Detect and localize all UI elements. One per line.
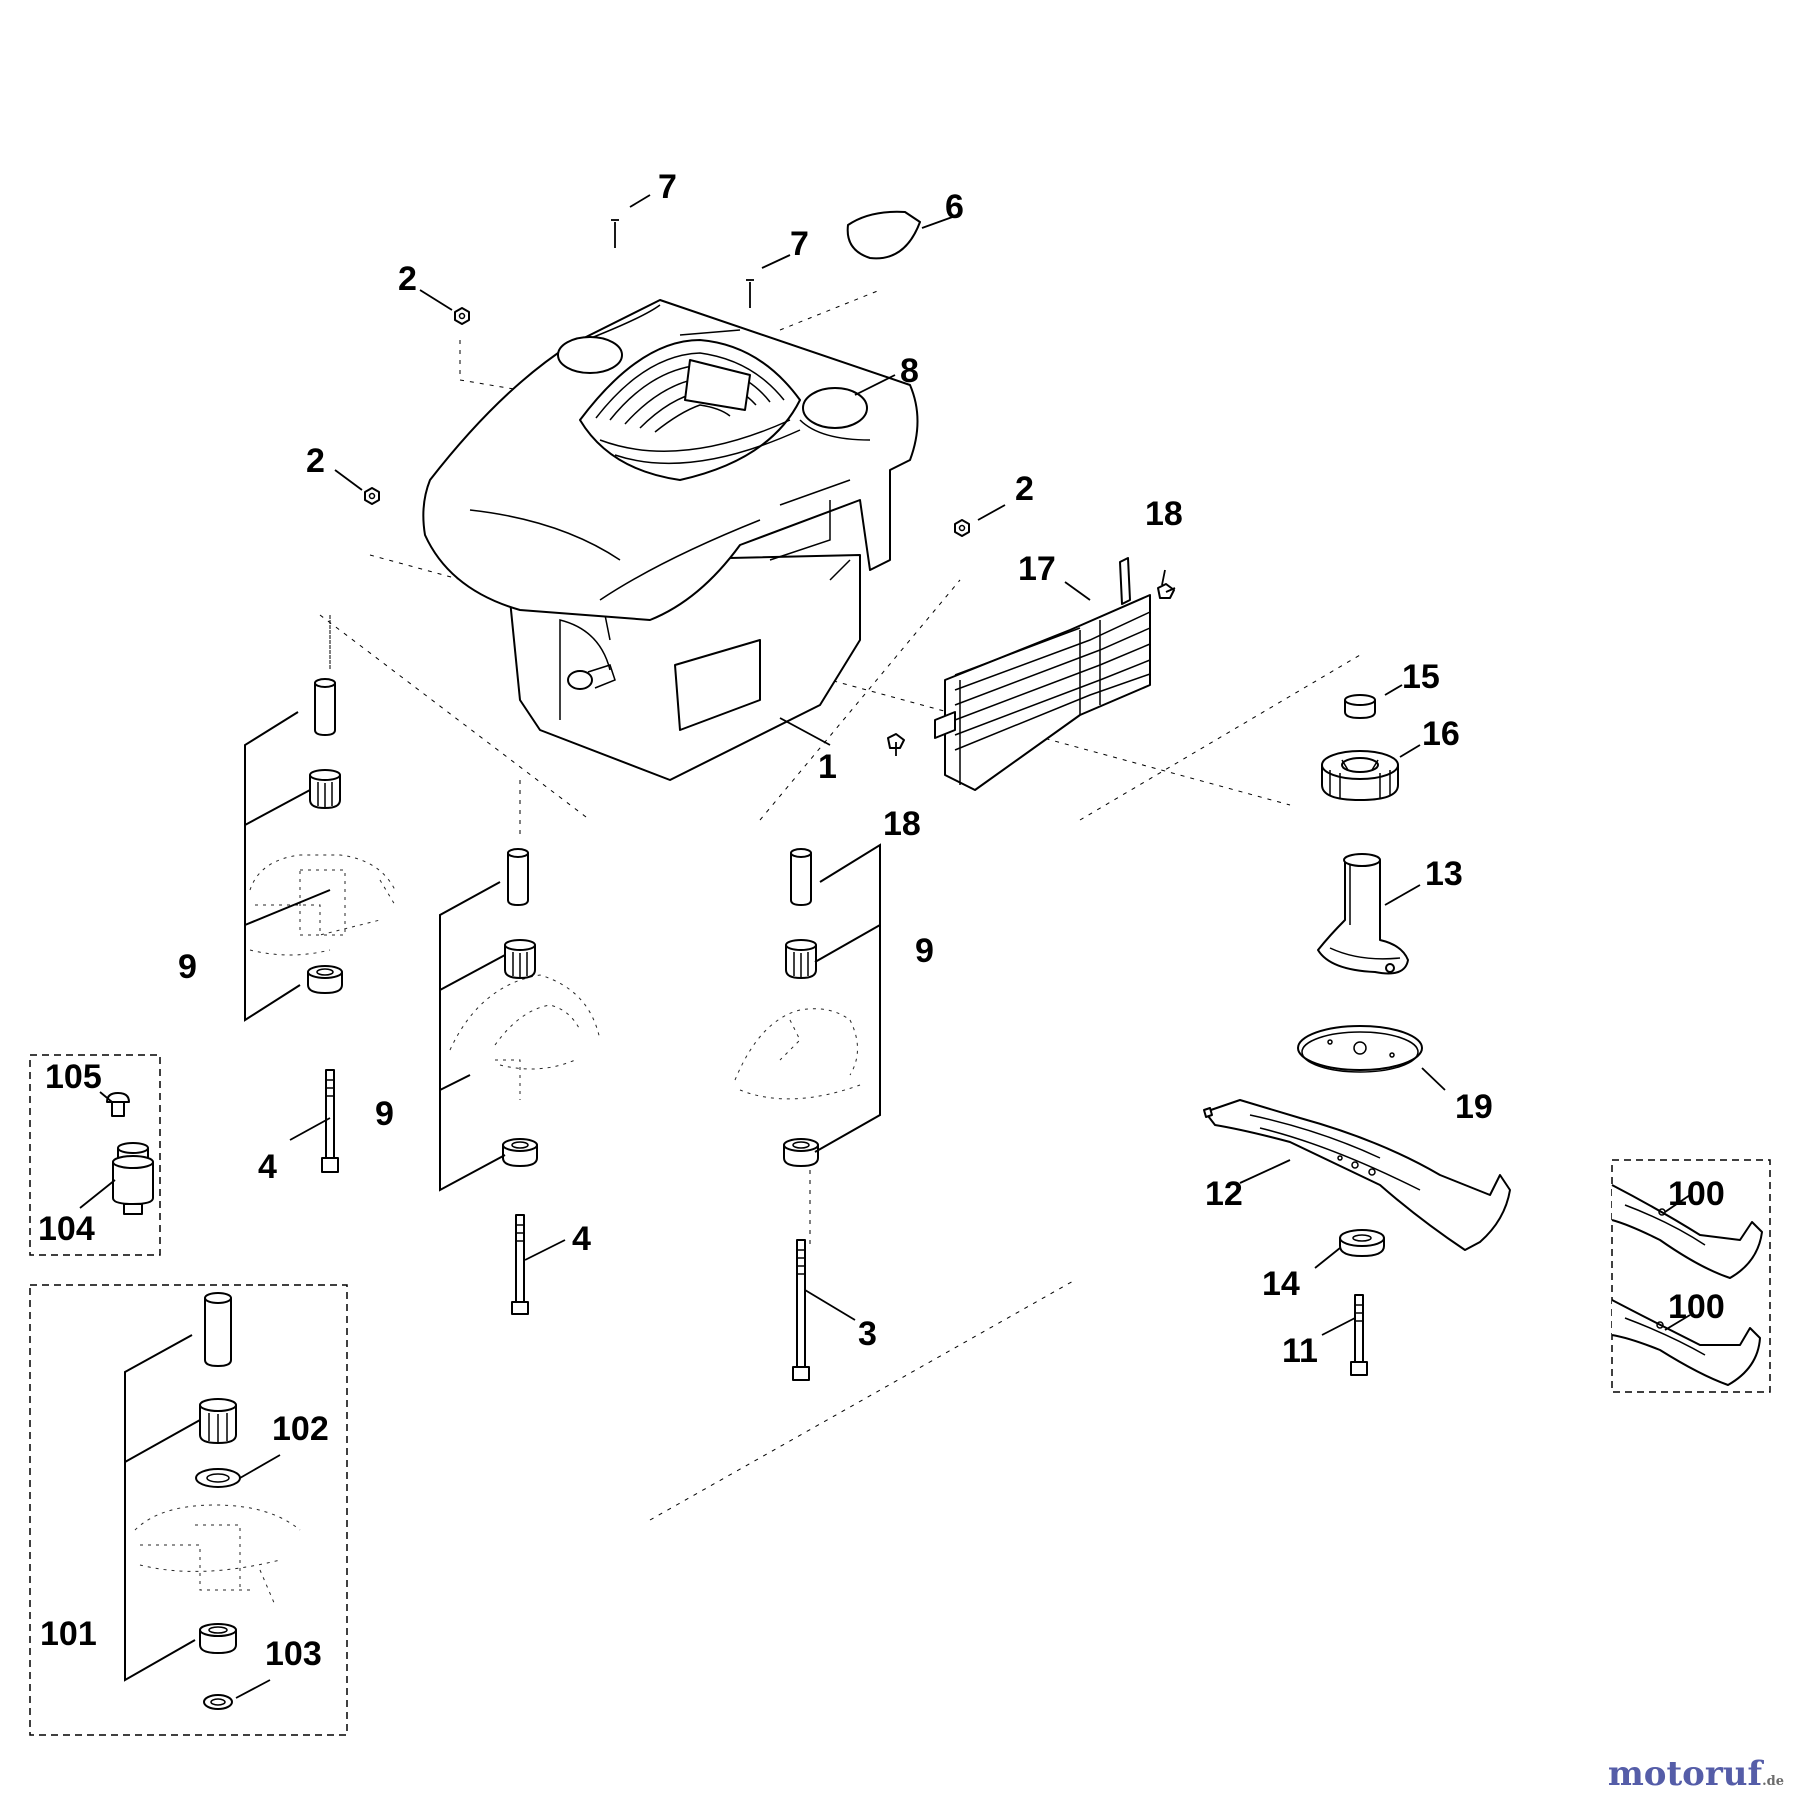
callout-1: 1: [818, 748, 837, 786]
watermark-text: motoruf: [1607, 1754, 1763, 1794]
callout-2-right: 2: [1015, 470, 1034, 508]
callout-labels: 1 2 2 2 3 4 4 6 7 7 8 9 9 9 11 12 13 14 …: [38, 168, 1725, 1673]
callout-100-lower: 100: [1668, 1288, 1725, 1326]
mount-group-right: [734, 843, 881, 1167]
callout-9-right: 9: [915, 932, 934, 970]
air-filter-housing: [934, 557, 1151, 791]
washer-102: [195, 1468, 241, 1488]
option-box-blades: [1611, 1159, 1771, 1393]
alt-blade-lower: [1611, 1299, 1761, 1386]
callout-12: 12: [1205, 1175, 1243, 1213]
callout-104: 104: [38, 1210, 95, 1248]
option-box-adapter: [29, 1054, 161, 1256]
callout-3: 3: [858, 1315, 877, 1353]
callout-102: 102: [272, 1410, 329, 1448]
callout-7-left: 7: [658, 168, 677, 206]
mount-group-center: [439, 780, 601, 1192]
callout-13: 13: [1425, 855, 1463, 893]
option-box-mount: [29, 1284, 348, 1736]
callout-17: 17: [1018, 550, 1056, 588]
screw-top-left: [611, 219, 619, 248]
callout-7-right: 7: [790, 225, 809, 263]
callout-103: 103: [265, 1635, 322, 1673]
blade-adapter: [1317, 853, 1409, 975]
engine-hood: [422, 299, 919, 621]
spacer-ring: [1344, 694, 1376, 719]
decal: [846, 210, 921, 260]
bolt-long: [792, 1239, 810, 1381]
callout-101: 101: [40, 1615, 97, 1653]
callout-2-top: 2: [398, 260, 417, 298]
hood-nut-top: [454, 307, 470, 325]
blade-plate: [1297, 1025, 1423, 1073]
callout-9-center: 9: [375, 1095, 394, 1133]
filter-screw-upper: [1157, 583, 1176, 599]
callout-11: 11: [1282, 1332, 1318, 1370]
filter-screw-lower: [887, 733, 905, 756]
callout-19: 19: [1455, 1088, 1493, 1126]
hood-nut-right: [954, 519, 970, 537]
mower-blade: [1203, 1099, 1511, 1251]
bolt-center: [511, 1214, 529, 1315]
alt-blade-upper: [1611, 1184, 1763, 1279]
adapter-screw: [106, 1092, 130, 1117]
callout-18-upper: 18: [1145, 495, 1183, 533]
watermark-tld: .de: [1762, 1774, 1784, 1789]
callout-4-center: 4: [572, 1220, 591, 1258]
callout-100-upper: 100: [1668, 1175, 1725, 1213]
spring-washer: [1339, 1229, 1385, 1257]
callout-8: 8: [900, 352, 919, 390]
leader-lines: [79, 194, 1691, 1699]
watermark-logo: motoruf.de: [1608, 1754, 1784, 1794]
screw-top-right: [746, 279, 754, 308]
callout-15: 15: [1402, 658, 1440, 696]
callout-9-left: 9: [178, 948, 197, 986]
callout-105: 105: [45, 1058, 102, 1096]
washer-103: [203, 1694, 233, 1710]
callout-6: 6: [945, 188, 964, 226]
callout-4-left: 4: [258, 1148, 277, 1186]
option-mount-group: [124, 1292, 301, 1710]
callout-16: 16: [1422, 715, 1460, 753]
blade-bolt: [1350, 1294, 1368, 1376]
adapter-sleeve: [112, 1142, 154, 1215]
bolt-left: [321, 1069, 339, 1173]
callout-18-lower: 18: [883, 805, 921, 843]
callout-14: 14: [1262, 1265, 1300, 1303]
fan-hub: [1321, 750, 1399, 801]
callout-2-left: 2: [306, 442, 325, 480]
mount-group-left: [244, 615, 396, 1022]
hood-nut-left: [364, 487, 380, 505]
